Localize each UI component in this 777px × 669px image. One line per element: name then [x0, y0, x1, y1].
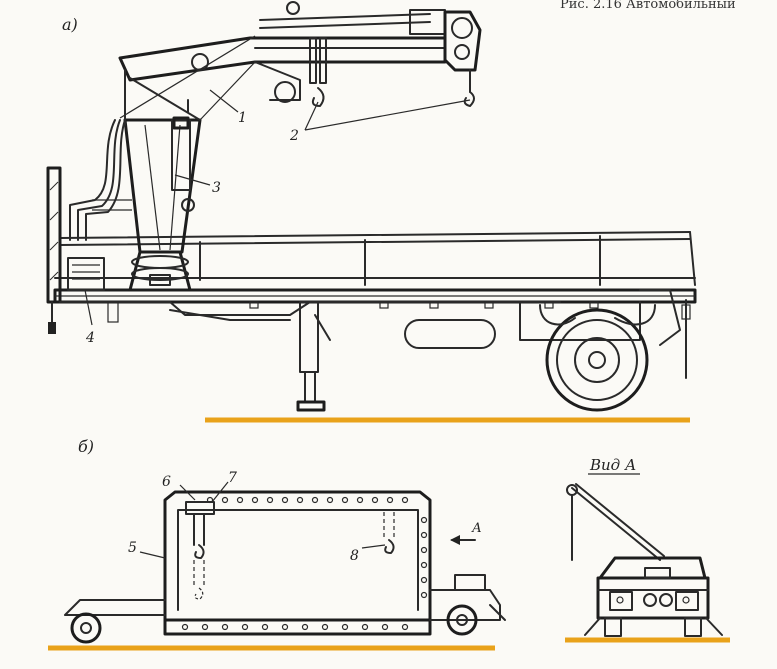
- callout-4: 4: [85, 330, 95, 346]
- callouts-view-a: 1 2 3 4: [84, 89, 471, 346]
- hook-7: [194, 544, 205, 559]
- crane-column: [123, 118, 202, 254]
- boom-head-pulley: [443, 10, 482, 107]
- battery-box: [67, 257, 105, 291]
- callout-7: 7: [228, 470, 237, 486]
- arrow-a-label: А: [471, 521, 482, 536]
- front-wheel-b: [70, 612, 102, 644]
- view-b-label: б): [78, 437, 94, 456]
- view-a-label: а): [62, 15, 78, 34]
- hook-right: [463, 91, 475, 107]
- crane-boom: [118, 9, 447, 126]
- tow-bar: [64, 599, 166, 616]
- support-jack: [296, 301, 331, 412]
- gantry-frame: [163, 490, 432, 620]
- callout-3: 3: [212, 180, 221, 196]
- callout-1: 1: [238, 110, 247, 126]
- callout-2: 2: [289, 128, 299, 144]
- rear-crane-arm: [571, 487, 661, 561]
- trailer-bed: [163, 618, 432, 636]
- hydraulic-hose: [69, 119, 116, 241]
- hoist-trolley: [185, 501, 215, 515]
- callout-8: 8: [350, 548, 359, 564]
- crane-base: [128, 250, 192, 292]
- rear-body: [596, 576, 710, 620]
- trailer-with-gantry-side-view: А: [48, 490, 506, 651]
- side-railing: [59, 231, 691, 239]
- figure-caption: Рис. 2.16 Автомобильный: [560, 0, 736, 12]
- callouts-view-b: 6 7 5 8: [128, 470, 386, 564]
- hook-8: [384, 539, 395, 554]
- callout-5: 5: [128, 540, 137, 556]
- rear-roof: [598, 556, 707, 579]
- front-post: [46, 166, 62, 304]
- callout-6: 6: [162, 474, 171, 490]
- spare-tank: [404, 319, 496, 349]
- rear-view-a: [565, 483, 730, 643]
- hook-left: [309, 37, 327, 107]
- chassis-frame: [59, 301, 561, 316]
- rear-wheel-b: [446, 604, 478, 636]
- slewing-cylinder: [171, 116, 195, 212]
- trailer-crane-side-view: [46, 1, 697, 423]
- view-a-side-title: Вид А: [589, 456, 636, 474]
- rear-wheel: [519, 301, 656, 412]
